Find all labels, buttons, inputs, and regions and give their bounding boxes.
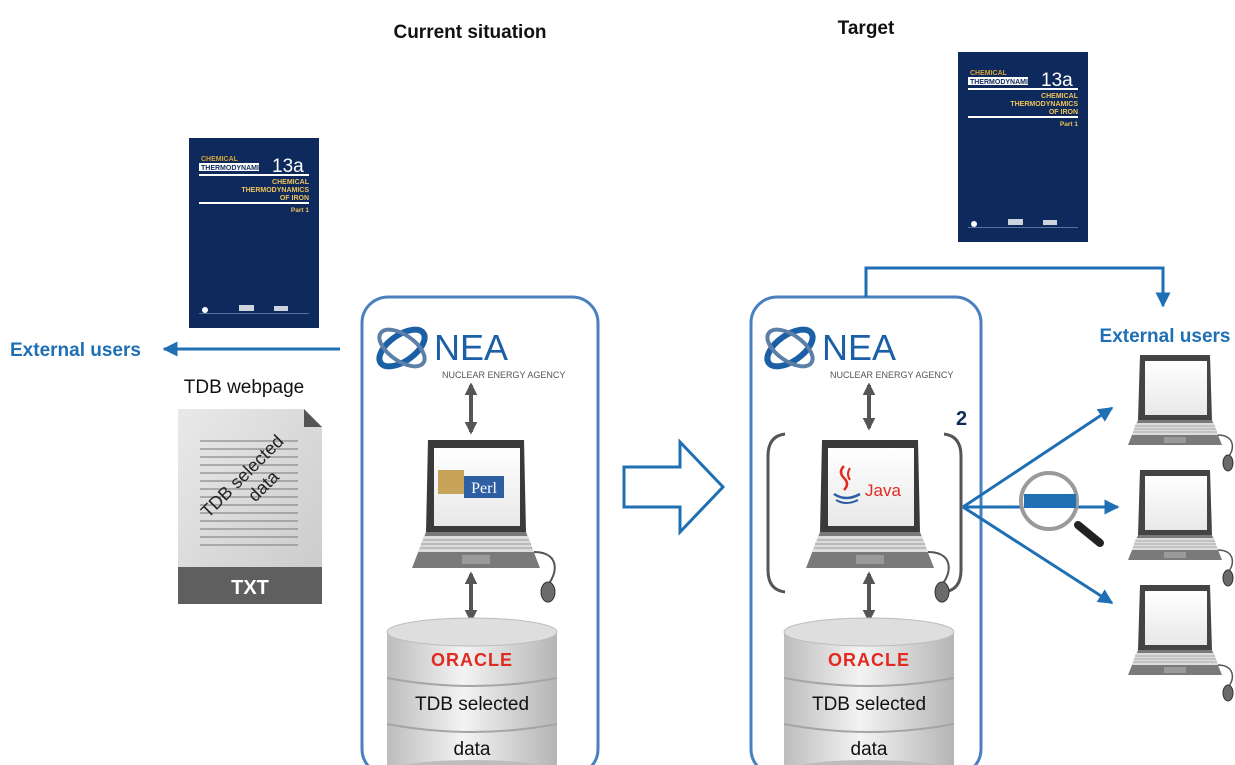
book-title-line3-target: OF IRON [1049,109,1078,116]
db-line2-current: data [454,739,491,760]
book-part: Part 1 [291,207,309,214]
java-label: Java [865,481,901,500]
book-cover-target: CHEMICAL THERMODYNAMICS 13a CHEMICAL THE… [958,52,1088,242]
heading-current-situation: Current situation [393,22,546,43]
txt-format-label: TXT [231,577,269,599]
book-series-line2: THERMODYNAMICS [201,165,269,172]
book-series-line1-target: CHEMICAL [970,70,1008,77]
laptop-icon-target: Java [805,439,950,603]
txt-document-icon: TDB selected data TXT [178,409,322,604]
nea-full-name-target: NUCLEAR ENERGY AGENCY [830,370,953,380]
arrow-to-user-1 [962,406,1114,509]
hollow-arrow-icon [622,438,726,536]
book-title-line3: OF IRON [280,195,309,202]
perl-label: Perl [471,480,497,497]
database-icon-current: ORACLE TDB selected data [386,617,558,765]
db-line1-target: TDB selected [812,694,926,715]
database-icon-target: ORACLE TDB selected data [783,617,955,765]
book-volume-target: 13a [1041,70,1073,91]
external-users-right-label: External users [1100,326,1231,347]
book-title-line2-target: THERMODYNAMICS [1010,101,1078,108]
current-system-panel [360,295,600,765]
tdb-webpage-label: TDB webpage [184,377,304,398]
nea-name-target: NEA [822,327,896,368]
bracket-right [943,432,963,594]
badge-number: 2 [956,408,967,430]
nea-full-name-current: NUCLEAR ENERGY AGENCY [442,370,565,380]
book-title-line1: CHEMICAL [272,179,310,186]
arrow-to-user-3 [962,505,1114,605]
book-title-line1-target: CHEMICAL [1041,93,1079,100]
user-laptop-3 [1127,584,1234,702]
nea-logo-icon [373,322,431,373]
user-laptop-2 [1127,469,1234,587]
user-laptop-1 [1127,354,1234,472]
db-line1-current: TDB selected [415,694,529,715]
db-line2-target: data [851,739,888,760]
oracle-brand-current: ORACLE [431,650,513,670]
oracle-brand-target: ORACLE [828,650,910,670]
external-users-left-label: External users [10,340,141,361]
nea-name-current: NEA [434,327,508,368]
magnifier-icon [1019,471,1104,547]
bracket-left [766,432,786,594]
laptop-icon-current: Perl [411,439,556,603]
arrow-panel-to-external-users-right [864,266,1171,308]
book-series-line1: CHEMICAL [201,156,239,163]
book-series-line2-target: THERMODYNAMICS [970,79,1038,86]
nea-logo-target: NEA NUCLEAR ENERGY AGENCY [761,322,953,380]
book-part-target: Part 1 [1060,121,1078,128]
book-title-line2: THERMODYNAMICS [241,187,309,194]
book-cover-current: CHEMICAL THERMODYNAMICS 13a CHEMICAL THE… [189,138,319,328]
heading-target: Target [838,18,895,39]
book-volume: 13a [272,156,304,177]
nea-logo-current: NEA NUCLEAR ENERGY AGENCY [373,322,565,380]
